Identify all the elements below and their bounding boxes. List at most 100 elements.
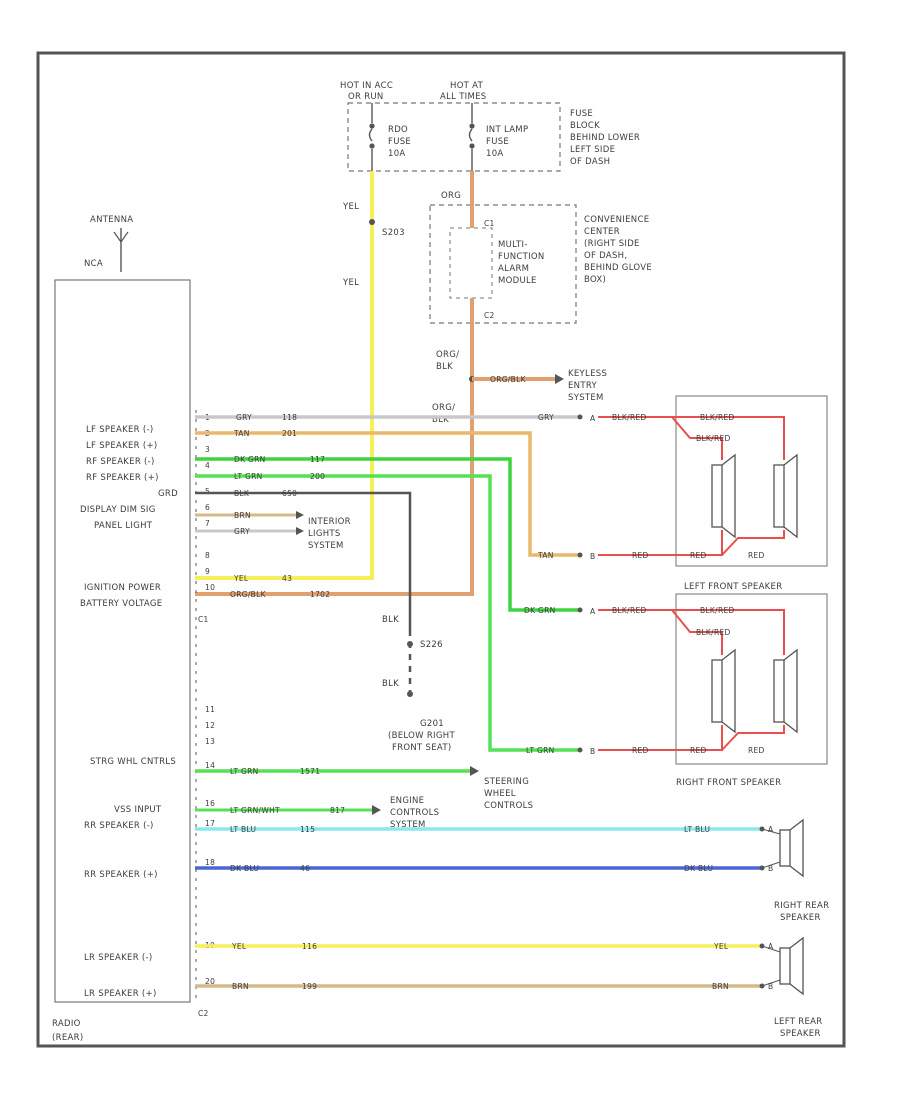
wire-label-yel-top: YEL [342,202,359,212]
arrow-steering-icon [470,766,479,776]
svg-text:17: 17 [205,819,215,828]
svg-text:14: 14 [205,761,215,770]
left-rear-speaker-label: LEFT REAR [774,1017,822,1027]
label-117: 117 [310,455,325,464]
lf-label-gry: GRY [538,413,554,422]
label-46: 46 [300,864,310,873]
svg-text:PANEL LIGHT: PANEL LIGHT [94,521,153,531]
svg-text:4: 4 [205,461,210,470]
arrow-keyless-icon [555,374,564,384]
rf-wire-red-2 [721,725,785,751]
hot-at-label-2: ALL TIMES [440,92,487,102]
lf-connector-b-icon [577,552,583,558]
label-blk-5: BLK [234,489,250,498]
fuse-block-box [347,102,561,172]
splice-s226-label: S226 [420,640,443,650]
lf-connector-a-icon [577,414,583,420]
svg-text:DISPLAY DIM SIG: DISPLAY DIM SIG [80,505,156,515]
rf-wire-blkred [598,609,723,655]
svg-text:13: 13 [205,737,215,746]
svg-text:LR SPEAKER (+): LR SPEAKER (+) [84,989,157,999]
svg-text:WHEEL: WHEEL [484,789,516,799]
wire-label-org-blk-1: ORG/ [436,350,459,360]
label-ltgrnwht-16: LT GRN/WHT [230,806,280,815]
label-yel-19: YEL [231,942,247,951]
svg-text:6: 6 [205,503,210,512]
label-tan-2: TAN [233,429,250,438]
svg-text:8: 8 [205,551,210,560]
svg-text:20: 20 [205,977,215,986]
splice-s203 [369,219,375,225]
svg-text:16: 16 [205,799,215,808]
label-118: 118 [282,413,297,422]
svg-text:MULTI-: MULTI- [498,240,528,250]
label-817: 817 [330,806,345,815]
svg-text:BEHIND LOWER: BEHIND LOWER [570,133,640,143]
arrow-interior-2-icon [296,527,304,535]
svg-text:FUSE: FUSE [570,109,593,119]
label-201: 201 [282,429,297,438]
wire-label-org-blk-1b: BLK [436,362,453,372]
svg-text:5: 5 [205,487,210,496]
svg-text:RF SPEAKER (+): RF SPEAKER (+) [86,473,159,483]
keyless-entry-label: KEYLESS ENTRY SYSTEM [568,369,607,403]
arrow-engine-icon [372,805,381,815]
rf-label-red-3: RED [748,746,765,755]
rf-label-blkred-2: BLK/RED [700,606,735,615]
label-dkgrn-3: DK GRN [234,455,266,464]
wire-label-org-blk-keyless: ORG/BLK [490,375,527,384]
wire-label-org: ORG [441,191,461,201]
left-front-speaker-box [675,395,828,567]
svg-text:LF SPEAKER (-): LF SPEAKER (-) [86,425,154,435]
label-199: 199 [302,982,317,991]
rf-label-blkred: BLK/RED [612,606,647,615]
rr-conn-b: B [768,864,773,873]
svg-text:ALARM: ALARM [498,264,529,274]
svg-text:CONVENIENCE: CONVENIENCE [584,215,649,225]
svg-text:BEHIND GLOVE: BEHIND GLOVE [584,263,652,273]
svg-text:(BELOW RIGHT: (BELOW RIGHT [388,731,455,741]
rf-connector-b-icon [577,747,583,753]
svg-text:MODULE: MODULE [498,276,537,286]
label-gry-1: GRY [236,413,252,422]
label-650: 650 [282,489,297,498]
antenna-label: ANTENNA [90,215,133,225]
left-front-speaker-label: LEFT FRONT SPEAKER [684,582,782,592]
convenience-center-location: CONVENIENCE CENTER (RIGHT SIDE OF DASH, … [584,215,652,285]
speaker-icon-rr [759,818,804,878]
radio-pin-labels: LF SPEAKER (-) LF SPEAKER (+) RF SPEAKER… [80,425,178,999]
svg-text:INTERIOR: INTERIOR [308,517,351,527]
alarm-module-box [449,227,493,299]
label-1702: 1702 [310,590,330,599]
svg-text:VSS INPUT: VSS INPUT [114,805,162,815]
svg-text:LIGHTS: LIGHTS [308,529,341,539]
engine-controls-label: ENGINE CONTROLS SYSTEM [390,796,439,830]
speaker-icon-lf-1 [711,453,736,539]
svg-text:3: 3 [205,445,210,454]
svg-text:ENGINE: ENGINE [390,796,424,806]
wire-label-yel-mid: YEL [342,278,359,288]
svg-text:RR SPEAKER (-): RR SPEAKER (-) [84,821,154,831]
label-116: 116 [302,942,317,951]
label-1571: 1571 [300,767,320,776]
svg-text:10: 10 [205,583,215,592]
svg-text:OF DASH: OF DASH [570,157,610,167]
ground-g201-label: G201 (BELOW RIGHT FRONT SEAT) [388,719,455,753]
svg-text:CONTROLS: CONTROLS [484,801,533,811]
wire-yel-ignition [195,171,374,580]
label-ltgrn-14: LT GRN [230,767,259,776]
radio-name-2: (REAR) [52,1033,83,1043]
rf-label-dkgrn: DK GRN [524,606,556,615]
rf-label-red-2: RED [690,746,707,755]
radio-fuse-label: RDO [388,125,408,135]
lf-label-tan: TAN [537,551,554,560]
radio-name: RADIO [52,1019,81,1029]
lf-wire-red-2 [721,530,785,556]
wire-label-blk-1: BLK [382,615,399,625]
svg-text:OF DASH,: OF DASH, [584,251,627,261]
speaker-icon-lr [759,936,804,996]
svg-text:FRONT SEAT): FRONT SEAT) [392,743,451,753]
wire-label-blk-2: BLK [382,679,399,689]
int-lamp-fuse-icon [468,103,475,171]
svg-text:KEYLESS: KEYLESS [568,369,607,379]
